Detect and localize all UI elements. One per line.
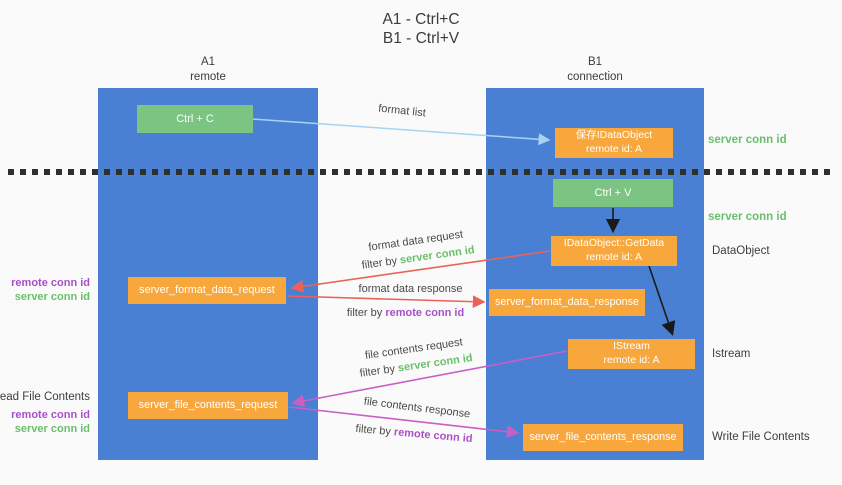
title-line-2: B1 - Ctrl+V [382, 30, 460, 47]
server-conn-id-text: server conn id [14, 423, 90, 435]
node-ctrl-v: Ctrl + V [553, 179, 673, 207]
diagram-title: A1 - Ctrl+C B1 - Ctrl+V [0, 10, 842, 48]
node-istream: IStream remote id: A [568, 339, 695, 369]
remote-conn-id-text: remote conn id [11, 277, 90, 289]
node-server-file-contents-request-label: server_file_contents_request [138, 399, 278, 412]
edge-label-format-data-response: format data response [358, 283, 463, 295]
remote-conn-id-text: remote conn id [393, 426, 474, 446]
node-istream-line2: remote id: A [603, 354, 660, 366]
node-ctrl-v-label: Ctrl + V [594, 186, 632, 199]
side-label-dataobject: DataObject [712, 245, 770, 257]
node-save-idataobject: 保存IDataObject remote id: A [555, 128, 673, 158]
filter-by-text: filter by [355, 422, 392, 438]
filter-by-text: filter by [360, 254, 398, 272]
node-save-idataobject-line2: remote id: A [585, 143, 643, 155]
side-label-server-conn-id-top: server conn id [708, 134, 787, 146]
side-label-server-conn-id-mid: server conn id [708, 211, 787, 223]
edge-label-format-list: format list [377, 102, 427, 120]
node-server-file-contents-response: server_file_contents_response [523, 424, 683, 451]
column-header-b1: B1 connection [486, 55, 704, 85]
side-label-conn-ids-format: remote conn id server conn id [11, 276, 90, 304]
node-server-format-data-response: server_format_data_response [489, 289, 645, 316]
edge-label-file-contents-request: file contents request filter by server c… [343, 331, 486, 383]
column-a1-subtitle: remote [190, 71, 226, 83]
node-ctrl-c: Ctrl + C [137, 105, 253, 133]
remote-conn-id-text: remote conn id [11, 409, 90, 421]
node-server-file-contents-response-label: server_file_contents_response [529, 431, 677, 444]
column-b1-subtitle: connection [567, 71, 623, 83]
node-idataobject-getdata: IDataObject::GetData remote id: A [551, 236, 677, 266]
node-server-format-data-response-label: server_format_data_response [494, 296, 640, 309]
phase-separator-dotted-line [8, 169, 836, 175]
node-server-file-contents-request: server_file_contents_request [128, 392, 288, 419]
edge-label-format-data-request: format data request filter by server con… [340, 223, 493, 277]
column-a1-name: A1 [200, 56, 216, 68]
column-b1-name: B1 [587, 56, 603, 68]
node-server-format-data-request: server_format_data_request [128, 277, 286, 304]
filter-by-text: filter by [358, 362, 396, 380]
node-server-format-data-request-label: server_format_data_request [139, 284, 275, 297]
side-label-read-file-contents: Read File Contents [0, 391, 90, 403]
edge-label-format-data-response-filter: filter by remote conn id [333, 305, 478, 322]
title-line-1: A1 - Ctrl+C [382, 11, 460, 28]
node-istream-line1: IStream [613, 340, 650, 353]
node-save-idataobject-line1: 保存IDataObject [575, 129, 653, 142]
remote-conn-id-text: remote conn id [385, 307, 465, 319]
edge-label-file-contents-response: file contents response [363, 395, 471, 421]
column-header-a1: A1 remote [98, 55, 318, 85]
node-ctrl-c-label: Ctrl + C [176, 112, 214, 125]
edge-label-file-contents-response-filter: filter by remote conn id [344, 420, 485, 449]
side-label-conn-ids-file: remote conn id server conn id [11, 408, 90, 436]
node-idataobject-getdata-line2: remote id: A [585, 251, 643, 263]
server-conn-id-text: server conn id [14, 291, 90, 303]
side-label-istream: Istream [712, 348, 751, 360]
filter-by-text: filter by [346, 307, 383, 319]
node-idataobject-getdata-line1: IDataObject::GetData [563, 237, 665, 250]
side-label-write-file-contents: Write File Contents [712, 431, 810, 443]
